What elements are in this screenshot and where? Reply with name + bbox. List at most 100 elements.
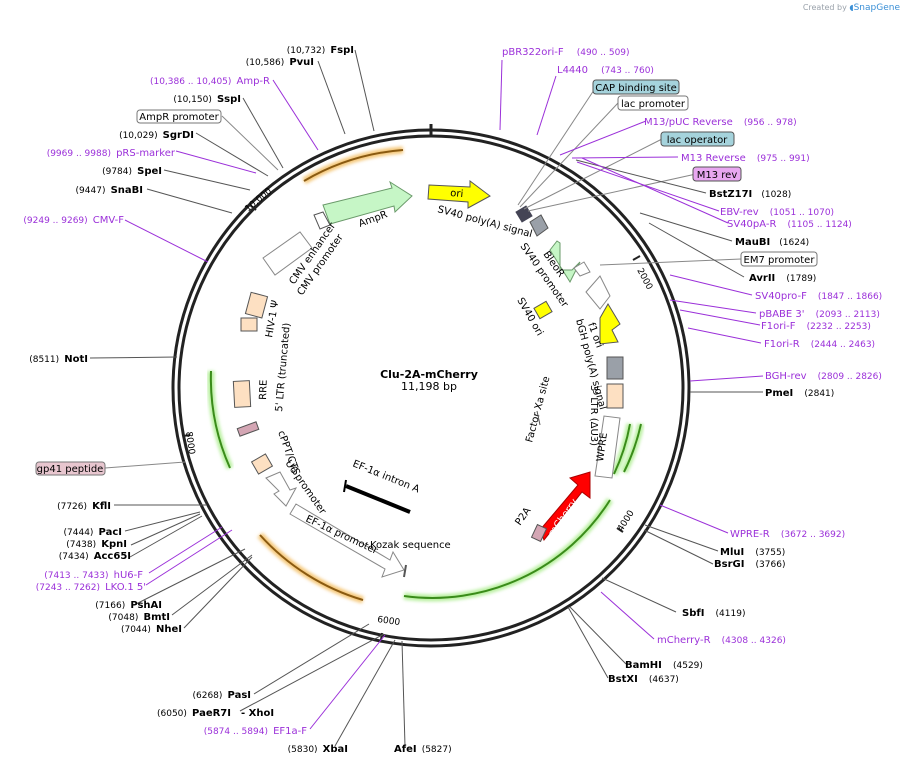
- svg-text:pBABE 3' (2093 .. 2113): pBABE 3' (2093 .. 2113): [759, 302, 880, 321]
- hu6f-pos: (7413 .. 7433): [44, 571, 108, 581]
- credit-prefix: Created by: [802, 3, 847, 12]
- svg-text:MluI (3755): MluI (3755): [720, 540, 785, 559]
- bstz17i-pos: (1028): [761, 190, 791, 200]
- snabi-name: SnaBI: [111, 185, 143, 196]
- svg-text:F1ori-F (2232 .. 2253): F1ori-F (2232 .. 2253): [761, 314, 871, 333]
- snapgene-credit: Created by ◖SnapGene: [803, 3, 900, 13]
- bmti-name: BmtI: [143, 612, 170, 623]
- sbfi-name: SbfI: [682, 608, 704, 619]
- bstxi-pos: (4637): [649, 675, 679, 685]
- mcherry-arrow: [539, 471, 591, 541]
- avrii-name: AvrII: [749, 273, 775, 284]
- svg-text:BGH-rev (2809 .. 2826): BGH-rev (2809 .. 2826): [765, 364, 882, 383]
- features: [232, 180, 624, 578]
- ef1af-name: EF1a-F: [273, 726, 307, 737]
- svg-text:(7726) KflI: (7726) KflI: [57, 494, 111, 513]
- svg-text:(9447) SnaBI: (9447) SnaBI: [76, 178, 143, 197]
- tick-10000: 10,000: [244, 186, 275, 214]
- wpre-pos: (3672 .. 3692): [781, 530, 845, 540]
- xbai-name: XbaI: [323, 744, 348, 755]
- green-arcs: [207, 370, 645, 602]
- svg-text:SV40pro-F (1847 .. 1866): SV40pro-F (1847 .. 1866): [755, 284, 882, 303]
- svg-text:(10,586) PvuI: (10,586) PvuI: [246, 50, 314, 69]
- svg-text:mCherry-R (4308 .. 4326): mCherry-R (4308 .. 4326): [657, 628, 786, 647]
- ampr-promoter-label: AmpR promoter: [139, 112, 219, 123]
- bmti-pos: (7048): [108, 613, 138, 623]
- svg-text:(7044) NheI: (7044) NheI: [121, 617, 182, 636]
- cap-label: CAP binding site: [595, 83, 677, 94]
- lac-promoter-label: lac promoter: [621, 99, 686, 110]
- svg-text:BstXI (4637): BstXI (4637): [608, 667, 679, 686]
- fspi-pos: (10,732): [287, 46, 326, 56]
- label-3ltr: 3' LTR (ΔU3): [588, 385, 599, 446]
- xbai-pos: (5830): [288, 745, 318, 755]
- scale-ticks: [182, 204, 641, 641]
- lac-operator-label: lac operator: [667, 135, 728, 146]
- svg-text:(10,150) SspI: (10,150) SspI: [173, 87, 241, 106]
- lko-pos: (7243 .. 7262): [36, 583, 100, 593]
- svg-text:(7243 .. 7262) LKO.1 5': (7243 .. 7262) LKO.1 5': [36, 575, 146, 594]
- pshai-name: PshAI: [130, 600, 162, 611]
- svg-text:F1ori-R (2444 .. 2463): F1ori-R (2444 .. 2463): [764, 332, 875, 351]
- pbabe-name: pBABE 3': [759, 309, 805, 320]
- afei-pos: (5827): [422, 745, 452, 755]
- credit-brand: SnapGene: [853, 3, 900, 13]
- bsrgi-pos: (3766): [756, 560, 786, 570]
- svg-text:M13 Reverse (975 .. 991): M13 Reverse (975 .. 991): [681, 146, 810, 165]
- tick-6000: 6000: [377, 615, 401, 628]
- m13-rev-label: M13 rev: [697, 170, 738, 181]
- tick-8000: 8000: [183, 431, 196, 455]
- bstxi-name: BstXI: [608, 674, 638, 685]
- bleor-arrow: [549, 240, 581, 284]
- mlui-pos: (3755): [755, 548, 785, 558]
- svg-text:M13/pUC Reverse (956 .. 978): M13/pUC Reverse (956 .. 978): [644, 110, 797, 129]
- svg-text:(6268) PasI: (6268) PasI: [192, 683, 251, 702]
- cppt-box: [236, 421, 260, 437]
- sv40pro-pos: (1847 .. 1866): [818, 292, 882, 302]
- pasi-name: PasI: [228, 690, 251, 701]
- label-factorxa: Factor Xa site: [524, 375, 552, 444]
- label-sv40pa: SV40 poly(A) signal: [436, 204, 533, 240]
- m13rev-primer-name: M13 Reverse: [681, 153, 746, 164]
- pvui-pos: (10,586): [246, 58, 285, 68]
- leader-lines-left: [89, 49, 406, 747]
- maubi-name: MauBI: [735, 237, 770, 248]
- pvui-name: PvuI: [289, 57, 314, 68]
- svg-text:MauBI (1624): MauBI (1624): [735, 230, 809, 249]
- label-ef1-promoter: EF-1α promoter: [304, 514, 380, 557]
- hiv-psi-box-2: [240, 317, 258, 332]
- ampr-primer-pos: (10,386 .. 10,405): [150, 77, 231, 87]
- paer7i-pos: (6050): [157, 709, 187, 719]
- snapgene-logo-icon: ◖: [849, 3, 854, 12]
- svg-text:EBV-rev (1051 .. 1070): EBV-rev (1051 .. 1070): [720, 200, 834, 219]
- pbr-name: pBR322ori-F: [502, 47, 564, 58]
- rre-box: [232, 380, 252, 408]
- sgrdi-pos: (10,029): [119, 131, 158, 141]
- nhei-pos: (7044): [121, 625, 151, 635]
- svg-text:(7413 .. 7433) hU6-F: (7413 .. 7433) hU6-F: [44, 563, 143, 582]
- kfli-pos: (7726): [57, 502, 87, 512]
- bgh-name: BGH-rev: [765, 371, 807, 382]
- svg-text:(10,386 .. 10,405) Amp-R: (10,386 .. 10,405) Amp-R: [150, 69, 270, 88]
- pmei-name: PmeI: [765, 388, 793, 399]
- svg-text:AfeI (5827): AfeI (5827): [394, 737, 452, 756]
- sv40pa-box: [515, 205, 533, 223]
- spei-name: SpeI: [137, 166, 162, 177]
- prs-name: pRS-marker: [116, 148, 176, 159]
- sv40pa-name: SV40pA-R: [727, 219, 776, 230]
- sgrdi-name: SgrDI: [163, 130, 194, 141]
- bamhi-name: BamHI: [625, 660, 662, 671]
- m13puc-pos: (956 .. 978): [744, 118, 797, 128]
- svg-text:(7444) PacI: (7444) PacI: [64, 520, 123, 539]
- avrii-pos: (1789): [786, 274, 816, 284]
- sspi-pos: (10,150): [173, 95, 212, 105]
- prs-pos: (9969 .. 9988): [47, 149, 111, 159]
- svg-text:L4440 (743 .. 760): L4440 (743 .. 760): [557, 58, 654, 77]
- cmvf-name: CMV-F: [93, 215, 124, 226]
- xhoi-name: - XhoI: [241, 708, 274, 719]
- svg-text:AvrII (1789): AvrII (1789): [749, 266, 816, 285]
- sv40pa-pos: (1105 .. 1124): [788, 220, 852, 230]
- kpni-pos: (7438): [66, 540, 96, 550]
- mcherry-primer-pos: (4308 .. 4326): [722, 636, 786, 646]
